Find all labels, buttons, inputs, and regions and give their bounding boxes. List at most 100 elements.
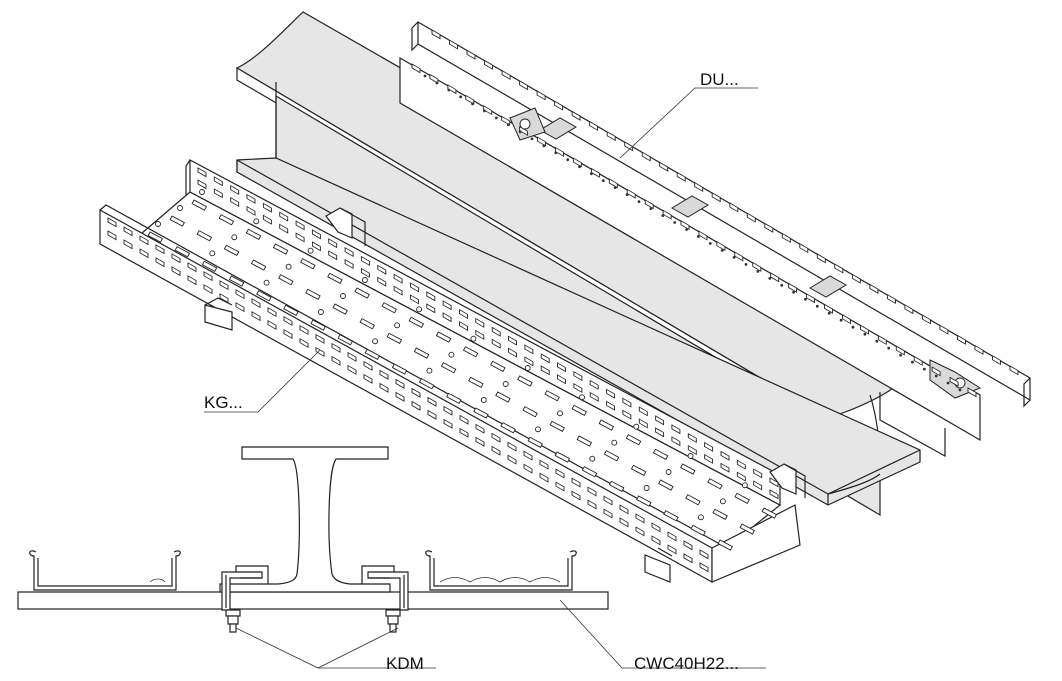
du-rail-hole — [851, 325, 855, 329]
kg-wall-slot — [573, 382, 583, 394]
kg-wall-slot — [587, 499, 597, 510]
kg-floor-hole — [643, 485, 650, 491]
tray-section-right — [425, 550, 577, 591]
kg-floor-slot — [327, 272, 343, 285]
kg-wall-slot — [443, 418, 453, 429]
kg-floor-slot — [576, 435, 593, 447]
du-rail-hole — [887, 346, 891, 350]
du-rail-hole — [435, 81, 439, 85]
label-kdm: KDM — [386, 654, 424, 673]
kg-floor-slot — [608, 480, 625, 493]
du-rail-hole — [578, 165, 581, 169]
kg-floor-hole — [480, 397, 487, 403]
kg-floor-slot — [495, 391, 511, 403]
kg-floor-slot — [228, 275, 245, 287]
kg-wall-slot — [393, 273, 403, 284]
kg-wall-slot — [411, 400, 421, 411]
kg-wall-slot — [230, 184, 240, 196]
kg-floor-slot — [147, 231, 163, 243]
kg-wall-slot — [655, 415, 665, 426]
kg-wall-slot — [235, 302, 245, 313]
kg-wall-slot — [299, 324, 309, 336]
kg-floor-slot — [446, 392, 462, 405]
du-rail-hole — [673, 221, 677, 224]
kg-floor-slot — [522, 406, 538, 418]
kg-wall-slot — [311, 229, 321, 240]
kg-floor-slot — [468, 376, 484, 389]
kg-wall-slot — [393, 285, 403, 296]
du-rail-hole — [566, 158, 570, 162]
kg-floor-slot — [435, 331, 452, 343]
kg-wall-slot — [736, 459, 746, 470]
kg-wall-slot — [410, 282, 419, 293]
kg-wall-slot — [379, 369, 389, 380]
kg-floor-slot — [272, 243, 289, 255]
du-rail-hole — [875, 339, 879, 343]
kg-floor-hole — [697, 514, 704, 521]
du-rail-slot — [921, 314, 931, 325]
kg-floor-slot — [571, 404, 587, 417]
kg-wall-slot — [524, 356, 534, 367]
kg-floor-slot — [527, 436, 543, 449]
du-rail-slot — [606, 131, 616, 142]
kg-floor-hole — [470, 335, 477, 342]
leader-kdm — [235, 627, 399, 669]
kg-floor-slot — [490, 360, 506, 373]
kg-floor-hole — [589, 455, 596, 462]
du-rail-hole — [661, 214, 665, 218]
kg-floor-slot — [364, 348, 381, 361]
kg-wall-slot — [442, 300, 452, 311]
kg-floor-slot — [685, 494, 701, 506]
du-rail-hole — [732, 256, 736, 259]
kg-floor-slot — [381, 302, 397, 314]
kg-wall-slot — [753, 480, 763, 491]
du-rail-slot — [483, 105, 493, 116]
kg-wall-slot — [197, 167, 207, 178]
kg-floor-slot — [636, 495, 652, 507]
kg-wall-slot — [426, 303, 436, 314]
du-rail-slot — [536, 90, 546, 101]
kg-wall-slot — [507, 454, 517, 465]
kg-floor-slot — [191, 199, 207, 211]
kg-wall-slot — [491, 326, 501, 337]
kg-wall-slot — [411, 387, 421, 398]
du-rail-slot — [484, 59, 493, 70]
du-rail-slot — [949, 376, 959, 387]
du-rail-slot — [834, 263, 844, 274]
kg-wall-slot — [344, 246, 354, 258]
front-view-section — [17, 446, 609, 633]
kg-wall-slot — [267, 319, 277, 331]
kg-wall-slot — [279, 223, 289, 234]
kg-wall-slot — [155, 257, 165, 268]
kg-floor-hole — [535, 426, 541, 433]
kg-floor-slot — [283, 304, 299, 317]
kg-wall-slot — [315, 346, 325, 357]
du-rail-slot — [752, 261, 762, 272]
kg-wall-slot — [508, 335, 517, 346]
du-rail-slot — [554, 100, 564, 111]
kg-wall-slot — [638, 406, 648, 417]
kg-floor-slot — [500, 422, 516, 434]
du-rail-slot — [501, 69, 511, 81]
label-kg: KG... — [204, 393, 243, 412]
du-rail-slot — [931, 366, 941, 377]
kg-floor-hole — [231, 234, 238, 241]
du-rail-hole — [423, 74, 427, 78]
kg-wall-slot — [622, 409, 632, 420]
du-rail-slot — [764, 222, 774, 233]
du-rail-hole — [625, 193, 629, 197]
du-rail-hole — [685, 228, 688, 231]
kg-floor-slot — [386, 332, 403, 345]
du-rail-slot — [466, 49, 476, 60]
kg-wall-slot — [311, 241, 321, 252]
kg-floor-slot — [310, 319, 326, 331]
du-rail-hole — [483, 109, 486, 113]
kg-wall-slot — [540, 353, 550, 364]
du-rail-hole — [601, 179, 605, 183]
kg-wall-slot — [360, 267, 370, 278]
kg-wall-slot — [443, 405, 453, 416]
kg-wall-slot — [315, 333, 325, 344]
du-rail-hole — [542, 144, 546, 148]
kg-wall-slot — [171, 253, 181, 264]
kg-wall-slot — [331, 355, 341, 366]
